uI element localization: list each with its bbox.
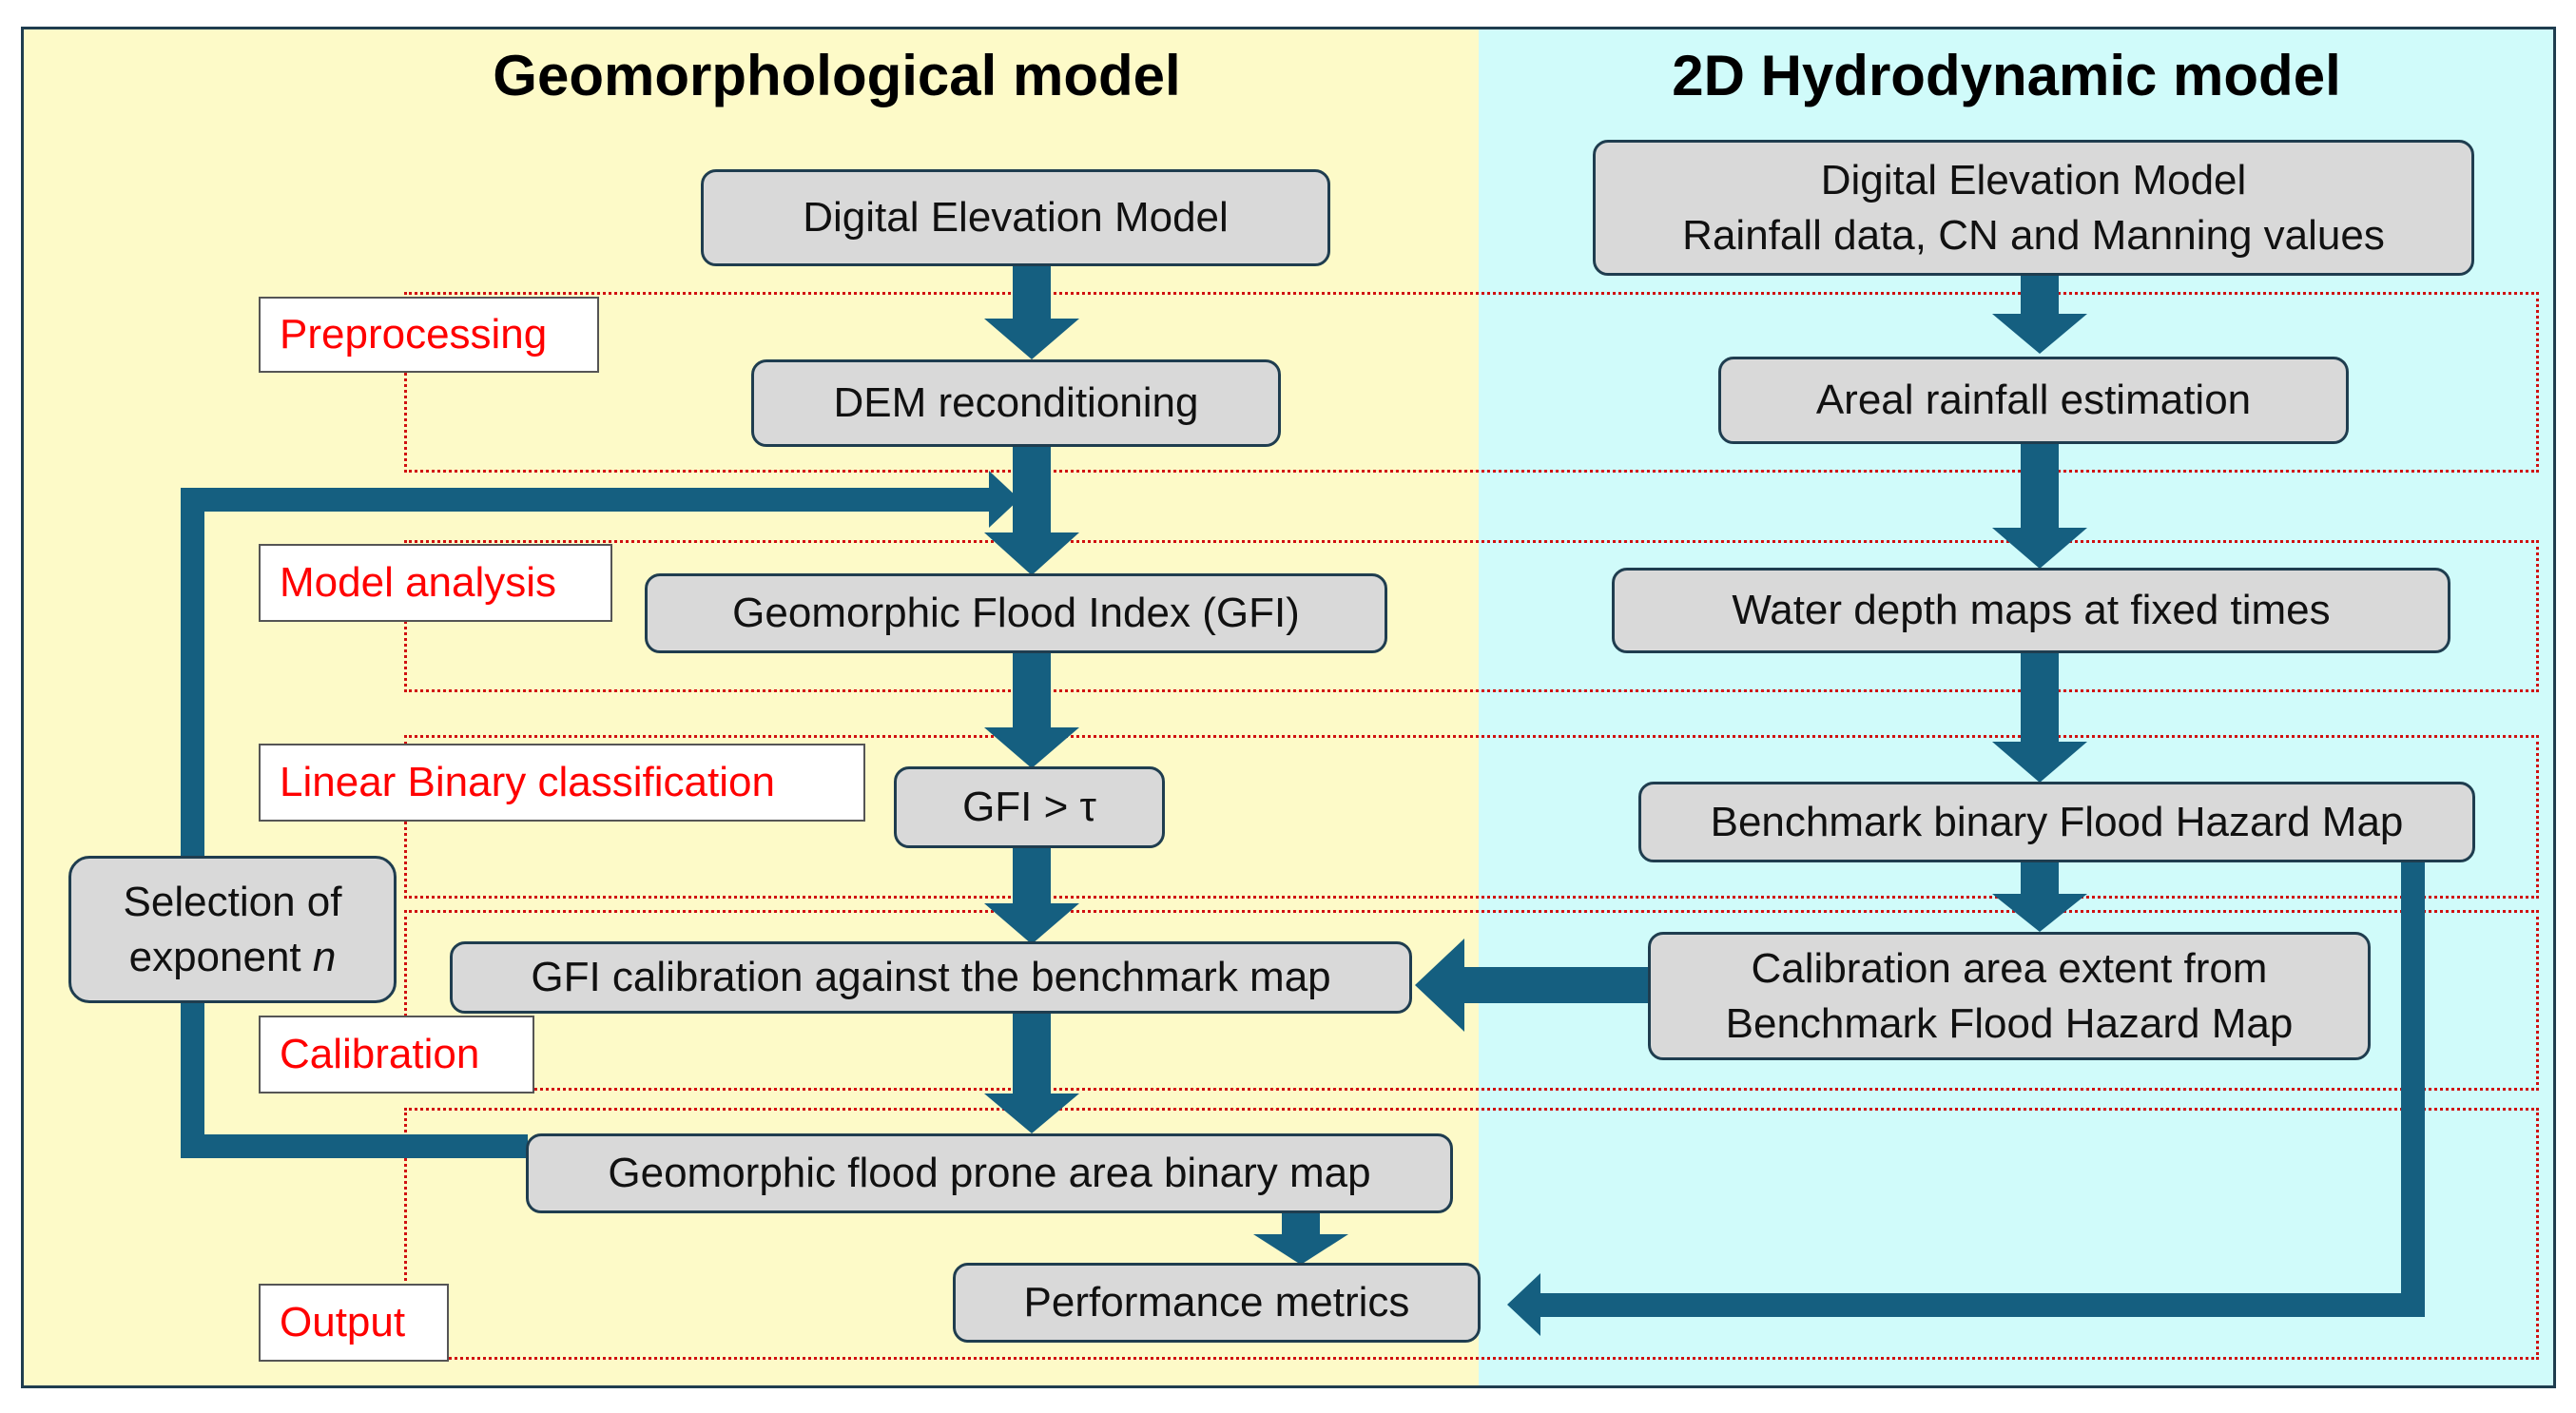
arrow-calibration-to-binarymap: [984, 1011, 1079, 1133]
exponent-variable: n: [312, 933, 337, 980]
zone-output: [404, 1108, 2539, 1360]
arrow-inputs-to-areal: [1992, 276, 2087, 354]
benchmark-map-node: Benchmark binary Flood Hazard Map: [1638, 782, 2475, 862]
dem-reconditioning-node: DEM reconditioning: [751, 359, 1281, 447]
zone-preprocessing: [404, 292, 2539, 473]
calibration-extent-node: Calibration area extent from Benchmark F…: [1648, 932, 2371, 1060]
selection-line2: exponent n: [128, 933, 337, 980]
stage-label-model-analysis: Model analysis: [259, 544, 612, 622]
zone-calibration: [404, 910, 2539, 1091]
binary-map-label: Geomorphic flood prone area binary map: [608, 1150, 1371, 1197]
selection-exponent-node: Selection of exponent n: [68, 856, 397, 1003]
gfi-label: Geomorphic Flood Index (GFI): [732, 590, 1300, 637]
dem-reconditioning-label: DEM reconditioning: [833, 379, 1199, 427]
gfi-calibration-label: GFI calibration against the benchmark ma…: [531, 954, 1331, 1001]
benchmark-map-label: Benchmark binary Flood Hazard Map: [1710, 798, 2404, 845]
outer-border: [21, 27, 2556, 1388]
arrow-extent-to-calibration: [1415, 939, 1650, 1032]
calibration-extent-line2: Benchmark Flood Hazard Map: [1725, 999, 2294, 1047]
stage-label-output: Output: [259, 1284, 449, 1362]
dem-node-label: Digital Elevation Model: [803, 194, 1229, 242]
areal-rainfall-label: Areal rainfall estimation: [1815, 377, 2252, 424]
gfi-node: Geomorphic Flood Index (GFI): [645, 573, 1387, 653]
calibration-extent-line1: Calibration area extent from: [1751, 945, 2268, 993]
stage-label-preprocessing: Preprocessing: [259, 297, 599, 373]
arrow-threshold-to-calibration: [984, 846, 1079, 944]
performance-metrics-label: Performance metrics: [1023, 1279, 1410, 1326]
hydro-inputs-node: Digital Elevation Model Rainfall data, C…: [1593, 140, 2474, 276]
right-panel-title: 2D Hydrodynamic model: [1672, 44, 2341, 107]
hydro-inputs-line2: Rainfall data, CN and Manning values: [1682, 211, 2385, 259]
stage-label-calibration: Calibration: [259, 1016, 534, 1094]
performance-metrics-node: Performance metrics: [953, 1263, 1481, 1343]
threshold-label: GFI > τ: [962, 784, 1096, 831]
water-depth-label: Water depth maps at fixed times: [1732, 587, 2331, 634]
threshold-node: GFI > τ: [894, 766, 1165, 848]
arrow-recondition-to-gfi: [984, 445, 1079, 575]
binary-map-node: Geomorphic flood prone area binary map: [526, 1133, 1453, 1213]
feedback-loop-arrowhead: [989, 471, 1019, 528]
dem-node: Digital Elevation Model: [701, 169, 1330, 266]
arrow-waterdepth-to-benchmark: [1992, 651, 2087, 783]
arrow-gfi-to-threshold: [984, 651, 1079, 768]
water-depth-node: Water depth maps at fixed times: [1612, 568, 2450, 653]
gfi-calibration-node: GFI calibration against the benchmark ma…: [450, 941, 1412, 1014]
arrow-binarymap-to-metrics: [1253, 1212, 1348, 1265]
arrow-dem-to-recondition: [984, 264, 1079, 359]
arrow-benchmark-to-extent: [1992, 861, 2087, 932]
areal-rainfall-node: Areal rainfall estimation: [1718, 357, 2349, 444]
selection-line1: Selection of: [123, 879, 342, 926]
arrow-areal-to-waterdepth: [1992, 442, 2087, 569]
hydro-inputs-line1: Digital Elevation Model: [1820, 157, 2247, 204]
stage-label-linear-binary: Linear Binary classification: [259, 744, 865, 822]
left-panel-title: Geomorphological model: [493, 44, 1181, 107]
